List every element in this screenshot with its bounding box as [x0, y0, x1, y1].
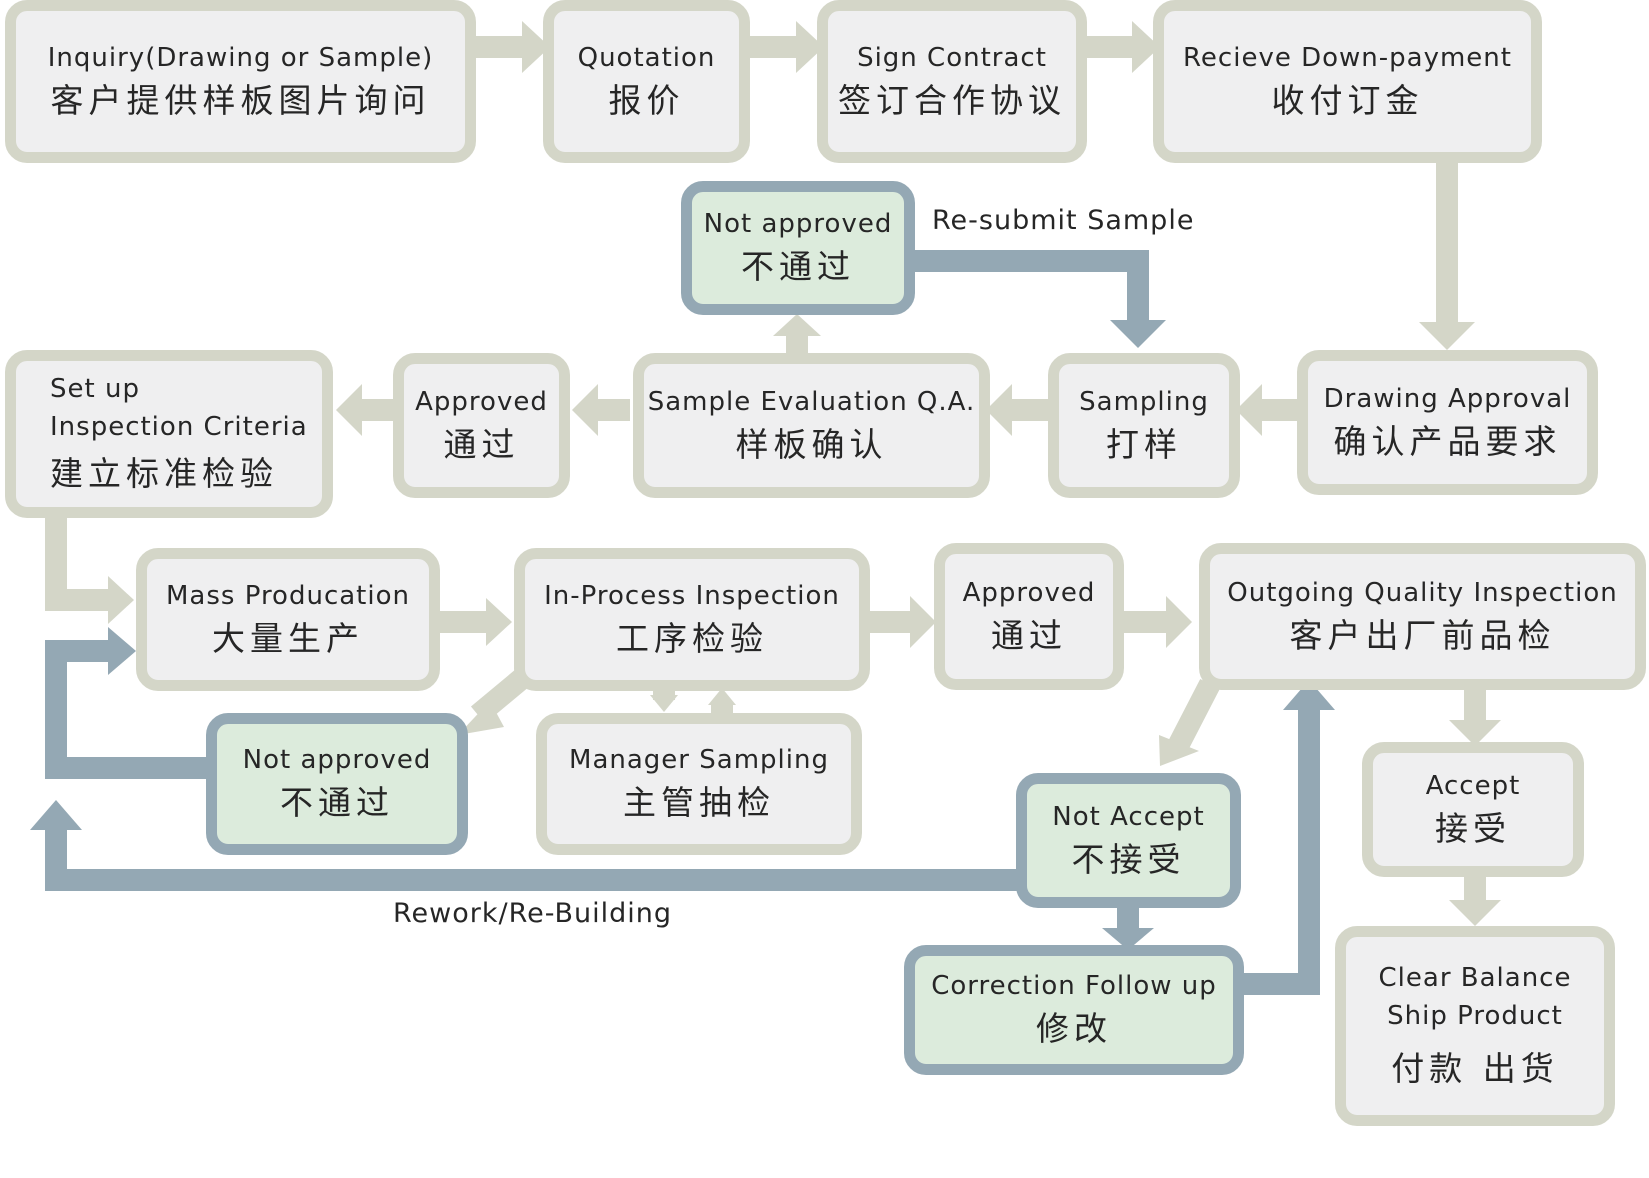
- node-drawing-approval-zh: 确认产品要求: [1333, 421, 1562, 461]
- node-not-approved-sample-zh: 不通过: [741, 247, 855, 286]
- node-not-accept-zh: 不接受: [1071, 839, 1186, 879]
- node-approved-process-zh: 通过: [991, 615, 1067, 655]
- node-sign-contract-zh: 签订合作协议: [838, 80, 1066, 120]
- node-set-up-en2: Inspection Criteria: [50, 412, 308, 442]
- node-sample-evaluation-en: Sample Evaluation Q.A.: [647, 386, 976, 417]
- node-drawing-approval-en: Drawing Approval: [1323, 383, 1572, 414]
- node-approved-sample-en: Approved: [415, 386, 548, 417]
- node-down-payment-en: Recieve Down-payment: [1183, 42, 1512, 73]
- node-mass-production-en: Mass Producation: [166, 580, 410, 611]
- node-sample-evaluation: Sample Evaluation Q.A. 样板确认: [633, 353, 990, 498]
- node-not-accept-en: Not Accept: [1052, 801, 1205, 832]
- node-approved-sample: Approved 通过: [393, 353, 570, 498]
- node-correction-en: Correction Follow up: [931, 971, 1217, 1001]
- node-drawing-approval: Drawing Approval 确认产品要求: [1297, 350, 1598, 495]
- arrow-resubmit-sample: [908, 250, 1149, 320]
- arrow-outgoing-to-not-accept: [1168, 678, 1220, 752]
- node-not-approved-sample: Not approved 不通过: [681, 181, 915, 315]
- node-manager-sampling-zh: 主管抽检: [623, 783, 775, 822]
- node-correction-zh: 修改: [1036, 1009, 1112, 1048]
- node-quotation-zh: 报价: [608, 80, 685, 120]
- node-mass-production: Mass Producation 大量生产: [136, 548, 440, 691]
- label-rework-rebuilding: Rework/Re-Building: [393, 898, 673, 929]
- node-in-process-en: In-Process Inspection: [544, 580, 840, 611]
- node-accept-zh: 接受: [1435, 808, 1511, 848]
- node-set-up: Set up Inspection Criteria 建立标准检验: [5, 350, 333, 518]
- node-outgoing-zh: 客户出厂前品检: [1289, 615, 1556, 655]
- node-sample-evaluation-zh: 样板确认: [735, 424, 888, 464]
- node-inquiry-zh: 客户提供样板图片询问: [50, 80, 431, 120]
- node-manager-sampling: Manager Sampling 主管抽检: [536, 713, 862, 855]
- node-outgoing: Outgoing Quality Inspection 客户出厂前品检: [1199, 543, 1646, 690]
- node-accept: Accept 接受: [1362, 742, 1584, 877]
- node-in-process-zh: 工序检验: [616, 618, 768, 658]
- node-approved-process: Approved 通过: [934, 543, 1124, 690]
- node-inquiry-en: Inquiry(Drawing or Sample): [47, 42, 434, 73]
- node-inquiry: Inquiry(Drawing or Sample) 客户提供样板图片询问: [5, 0, 476, 163]
- node-sign-contract: Sign Contract 签订合作协议: [817, 0, 1087, 163]
- node-sampling-zh: 打样: [1106, 424, 1182, 464]
- node-not-accept: Not Accept 不接受: [1016, 773, 1241, 908]
- node-sampling: Sampling 打样: [1048, 353, 1240, 498]
- node-clear-balance-en2: Ship Product: [1387, 1001, 1563, 1031]
- label-resubmit-sample: Re-submit Sample: [932, 205, 1195, 236]
- node-down-payment: Recieve Down-payment 收付订金: [1153, 0, 1542, 163]
- node-sampling-en: Sampling: [1079, 386, 1209, 417]
- node-set-up-en1: Set up: [50, 374, 140, 404]
- node-correction: Correction Follow up 修改: [904, 945, 1244, 1075]
- node-approved-process-en: Approved: [962, 577, 1096, 608]
- node-accept-en: Accept: [1425, 770, 1521, 801]
- node-quotation-en: Quotation: [577, 42, 716, 73]
- node-manager-sampling-en: Manager Sampling: [569, 745, 829, 775]
- node-clear-balance: Clear Balance Ship Product 付款 出货: [1335, 926, 1615, 1126]
- node-clear-balance-zh: 付款 出货: [1391, 1049, 1559, 1088]
- node-not-approved-process-en: Not approved: [242, 745, 432, 775]
- node-set-up-zh: 建立标准检验: [50, 454, 278, 493]
- node-mass-production-zh: 大量生产: [212, 618, 364, 658]
- node-in-process: In-Process Inspection 工序检验: [514, 548, 870, 691]
- node-sign-contract-en: Sign Contract: [857, 42, 1047, 73]
- node-down-payment-zh: 收付订金: [1271, 80, 1424, 120]
- node-not-approved-process-zh: 不通过: [280, 783, 394, 822]
- node-not-approved-sample-en: Not approved: [703, 209, 893, 239]
- node-outgoing-en: Outgoing Quality Inspection: [1227, 577, 1618, 608]
- arrow-setup-to-production: [45, 512, 108, 611]
- node-quotation: Quotation 报价: [543, 0, 750, 163]
- arrow-not-approved-rework: [45, 640, 214, 779]
- node-not-approved-process: Not approved 不通过: [206, 713, 468, 855]
- arrow-correction-to-outgoing: [1244, 710, 1320, 995]
- node-approved-sample-zh: 通过: [443, 424, 520, 464]
- node-clear-balance-en1: Clear Balance: [1378, 963, 1572, 993]
- arrow-rework-rebuilding: [45, 830, 1020, 891]
